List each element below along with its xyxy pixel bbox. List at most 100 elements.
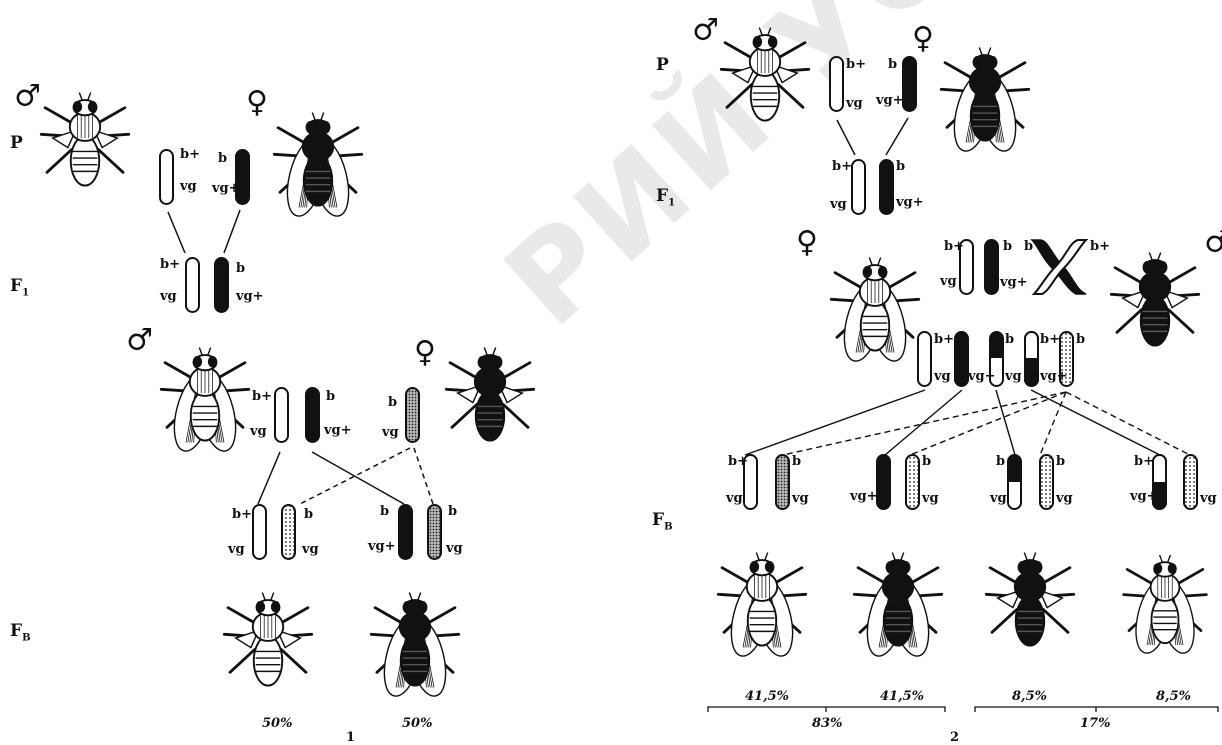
fly-fig2-fb-4 xyxy=(1124,555,1207,657)
allele-label: vg xyxy=(160,290,177,303)
male-symbol: ♂ xyxy=(14,82,41,112)
chromosome-fig1-f1-b xyxy=(215,258,228,312)
allele-label: vg xyxy=(228,543,245,556)
generation-label-f1: F1 xyxy=(656,188,675,208)
chromosome-fig2-p-female xyxy=(903,57,916,111)
allele-label: vg xyxy=(302,543,319,556)
generation-label-fb: FB xyxy=(10,623,31,643)
allele-label: b xyxy=(326,390,335,403)
allele-label: vg+ xyxy=(896,196,924,209)
allele-label: b+ xyxy=(846,58,866,71)
fb2-chrom-4b xyxy=(1184,455,1197,509)
percentage-label: 50% xyxy=(262,717,292,730)
allele-label: vg xyxy=(934,370,951,383)
cross-line xyxy=(837,120,855,155)
gamete-4 xyxy=(1025,332,1038,386)
chromosome-fig1-fb-4 xyxy=(428,505,441,559)
allele-label: b xyxy=(304,508,313,521)
cross-line xyxy=(168,212,185,253)
allele-label: vg xyxy=(940,275,957,288)
allele-label: b+ xyxy=(252,390,272,403)
allele-label: b xyxy=(1056,455,1065,468)
allele-label: vg xyxy=(446,542,463,555)
fly-fig2-cross-male xyxy=(1111,253,1198,346)
chromosome-fig1-fb-1 xyxy=(253,505,266,559)
percentage-label: 41,5% xyxy=(745,690,789,703)
gamete-2 xyxy=(955,332,968,386)
female-symbol: ♀ xyxy=(796,228,818,258)
generation-label-p: P xyxy=(10,135,23,152)
bracket-right xyxy=(975,707,1218,712)
allele-label: b xyxy=(996,455,1005,468)
total-percentage-label: 83% xyxy=(812,717,842,730)
generation-label-p: P xyxy=(656,57,669,74)
total-percentage-label: 17% xyxy=(1080,717,1110,730)
allele-label: b+ xyxy=(944,240,964,253)
allele-label: vg xyxy=(1056,492,1073,505)
fb2-chrom-2b xyxy=(906,455,919,509)
male-symbol: ♂ xyxy=(1204,228,1222,258)
percentage-label: 50% xyxy=(402,717,432,730)
allele-label: vg xyxy=(250,425,267,438)
fly-fig2-p-male xyxy=(721,27,808,120)
fb2-chrom-3b xyxy=(1040,455,1053,509)
chromosome-fig1-p-male xyxy=(160,150,173,204)
allele-label: b+ xyxy=(832,160,852,173)
allele-label: vg+ xyxy=(850,490,878,503)
allele-label: b xyxy=(1076,333,1085,346)
female-symbol: ♀ xyxy=(414,338,436,368)
allele-label: b xyxy=(388,396,397,409)
allele-label: vg+ xyxy=(876,94,904,107)
allele-label: vg xyxy=(726,492,743,505)
crossover-pair xyxy=(1032,240,1086,294)
cross-lines-fig2 xyxy=(745,390,1190,455)
allele-label: b xyxy=(896,160,905,173)
allele-label: b+ xyxy=(180,148,200,161)
fly-fig1-cross-female xyxy=(446,348,533,441)
fly-fig1-p-male xyxy=(41,93,128,186)
allele-label: b+ xyxy=(1134,455,1154,468)
figure-number: 2 xyxy=(950,731,959,744)
chromosome-fig2-f1-b xyxy=(880,160,893,214)
chromosome-fig2-f1-a xyxy=(852,160,865,214)
allele-label: vg xyxy=(792,492,809,505)
bracket-left xyxy=(708,707,945,712)
allele-label: b xyxy=(1005,333,1014,346)
allele-label: b xyxy=(1003,240,1012,253)
allele-label: vg xyxy=(846,97,863,110)
chromosome-fig2-p-male xyxy=(830,57,843,111)
allele-label: vg+ xyxy=(968,370,996,383)
allele-label: b+ xyxy=(1090,240,1110,253)
allele-label: vg+ xyxy=(324,424,352,437)
allele-label: vg xyxy=(1005,370,1022,383)
cross-line xyxy=(886,118,908,155)
gamete-1 xyxy=(918,332,931,386)
allele-label: b+ xyxy=(160,258,180,271)
fly-fig2-fb-2 xyxy=(854,553,941,660)
fly-fig1-p-female xyxy=(274,113,361,220)
fb2-chrom-1b xyxy=(776,455,789,509)
female-symbol: ♀ xyxy=(912,24,934,54)
allele-label: vg+ xyxy=(1040,370,1068,383)
allele-label: b xyxy=(236,262,245,275)
fly-fig1-cross-male xyxy=(161,348,248,455)
chromosome-fig1-cross-b xyxy=(306,388,319,442)
allele-label: b xyxy=(380,505,389,518)
allele-label: vg xyxy=(922,492,939,505)
allele-label: vg xyxy=(830,198,847,211)
fly-fig2-p-female xyxy=(941,47,1028,154)
allele-label: b xyxy=(218,152,227,165)
generation-label-fb: FB xyxy=(652,512,673,532)
chromosome-fig1-fb-2 xyxy=(282,505,295,559)
cross-line xyxy=(312,452,404,504)
fly-fig2-fb-3 xyxy=(986,553,1073,646)
cross-line-dashed xyxy=(414,448,433,504)
percentage-label: 8,5% xyxy=(1156,690,1191,703)
percentage-label: 8,5% xyxy=(1012,690,1047,703)
allele-label: vg xyxy=(990,492,1007,505)
allele-label: vg xyxy=(180,180,197,193)
fly-fig2-cross-female xyxy=(831,258,918,365)
generation-label-f1: F1 xyxy=(10,278,29,298)
allele-label: b xyxy=(1024,240,1033,253)
